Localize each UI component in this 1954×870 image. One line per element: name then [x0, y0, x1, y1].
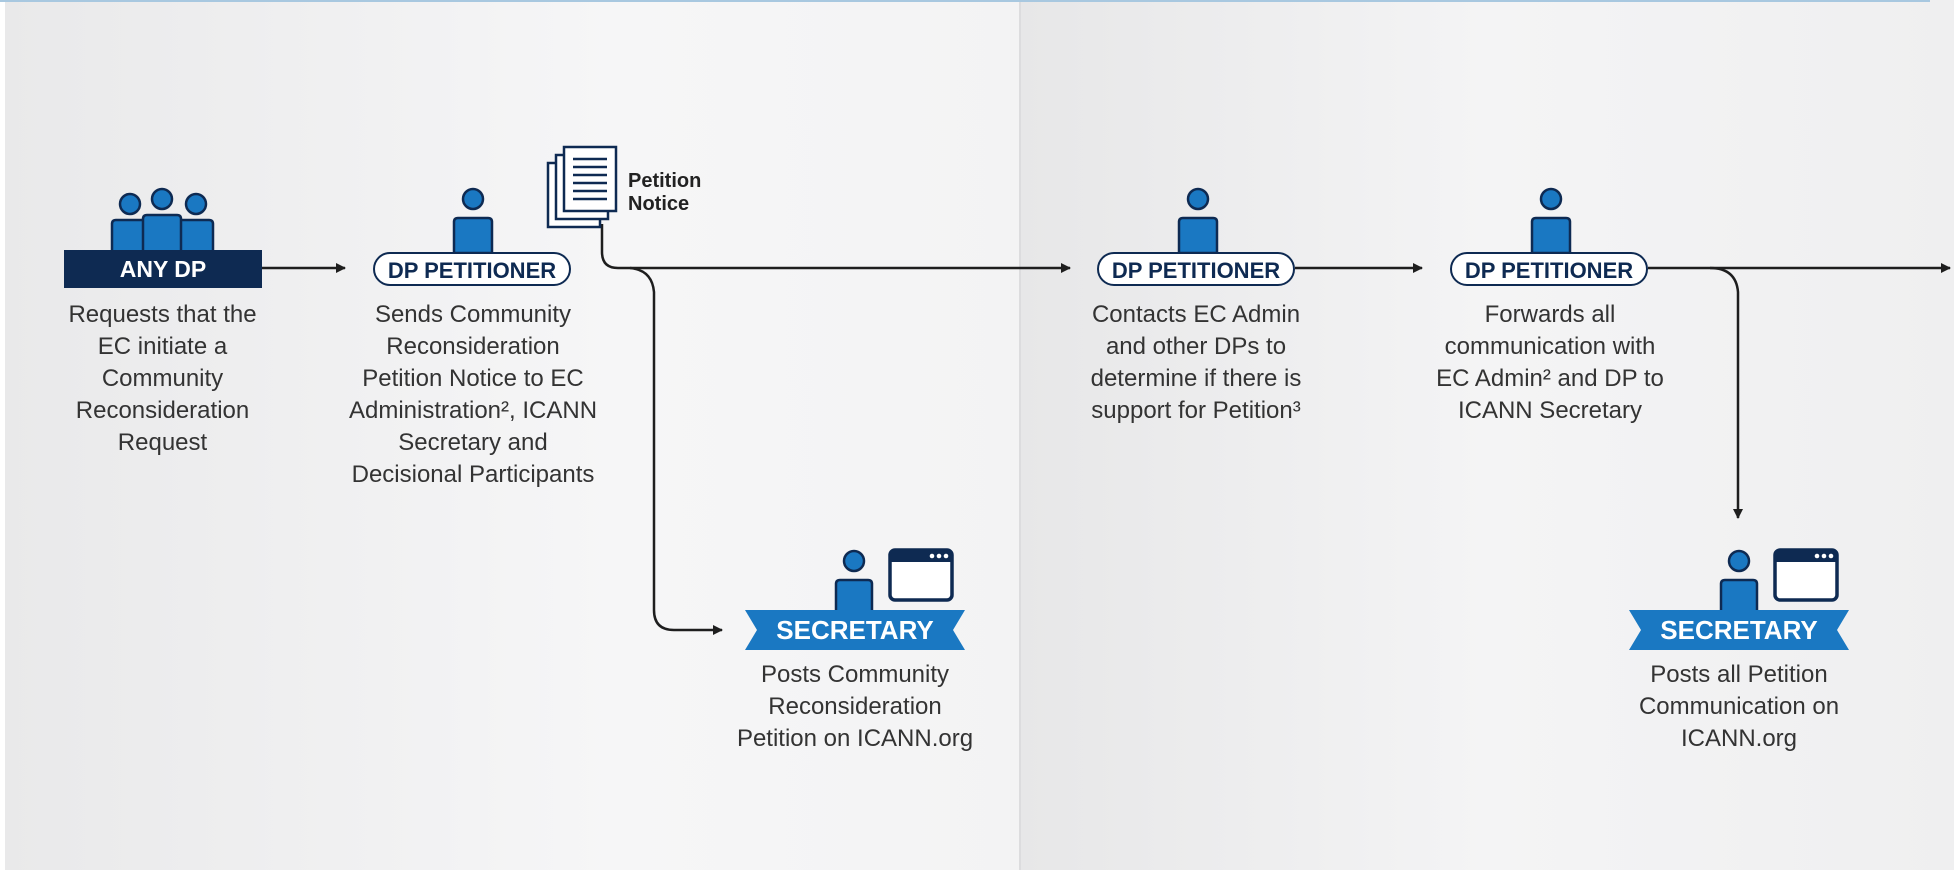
role-dp-petitioner-1: DP PETITIONER — [373, 252, 571, 286]
petition-notice-label: Petition Notice — [628, 170, 702, 215]
person-icon — [452, 187, 494, 253]
role-any-dp: ANY DP — [64, 250, 262, 288]
role-secretary-2: SECRETARY — [1660, 615, 1818, 645]
arrow-petitioner-3-to-secretary-2 — [1709, 266, 1743, 519]
top-border — [0, 0, 1930, 2]
dp-petitioner-1-description: Sends Community Reconsideration Petition… — [348, 301, 598, 488]
secretary-ribbon-shape — [1629, 610, 1849, 650]
person-icon — [1719, 549, 1759, 616]
stage-panel-right — [1021, 0, 1954, 870]
secretary-ribbon-shape — [745, 610, 965, 650]
role-dp-petitioner-2: DP PETITIONER — [1097, 252, 1295, 286]
person-icon — [1530, 187, 1572, 253]
secretary-1-description: Posts Community Reconsideration Petition… — [736, 661, 974, 752]
role-secretary-1: SECRETARY — [776, 615, 934, 645]
stage-panel-left — [5, 0, 1020, 870]
arrow-notice-to-petitioner-2 — [600, 224, 1071, 273]
secretary-2-description: Posts all Petition Communication on ICAN… — [1638, 661, 1840, 752]
document-stack-icon — [546, 145, 618, 229]
browser-window-icon — [888, 548, 954, 602]
browser-window-icon — [1773, 548, 1839, 602]
group-people-icon — [110, 187, 215, 254]
role-dp-petitioner-3: DP PETITIONER — [1450, 252, 1648, 286]
stage-divider — [1019, 0, 1021, 870]
person-icon — [834, 549, 874, 616]
any-dp-description: Requests that the EC initiate a Communit… — [68, 301, 257, 456]
person-icon — [1177, 187, 1219, 253]
dp-petitioner-2-description: Contacts EC Admin and other DPs to deter… — [1090, 301, 1302, 424]
arrow-notice-to-secretary-1 — [629, 266, 723, 635]
dp-petitioner-3-description: Forwards all communication with EC Admin… — [1436, 301, 1664, 424]
